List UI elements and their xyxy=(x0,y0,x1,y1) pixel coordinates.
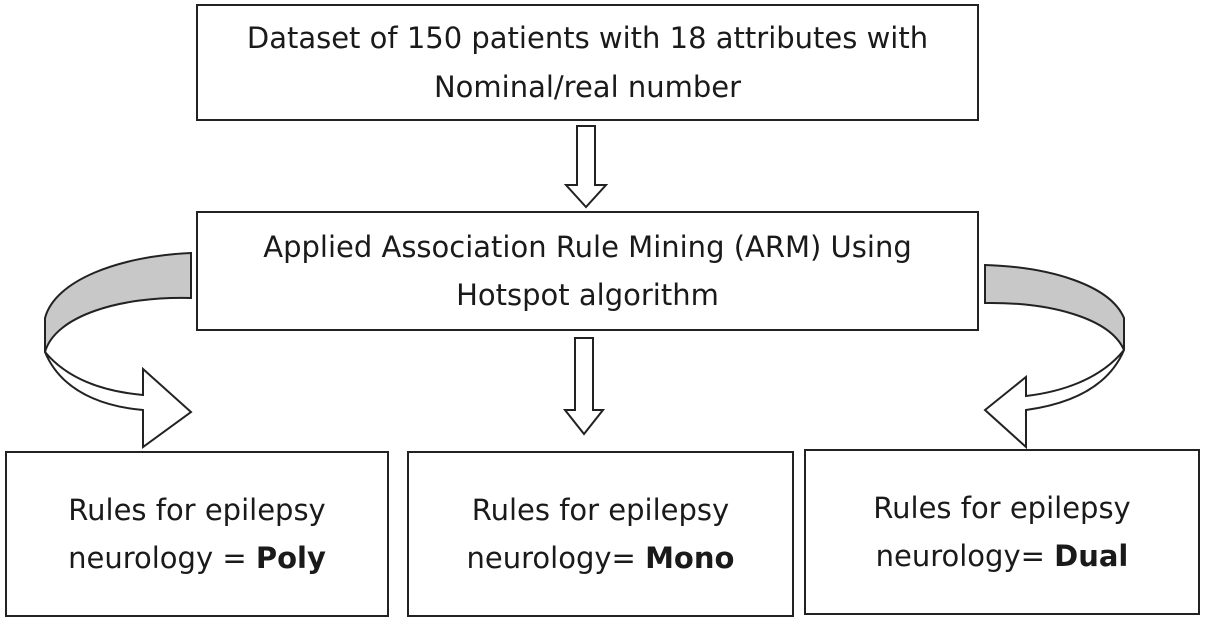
rules-mono-value: Mono xyxy=(645,541,735,575)
arm-line-1: Applied Association Rule Mining (ARM) Us… xyxy=(263,229,912,264)
rules-poly-line-1: Rules for epilepsy xyxy=(68,492,326,527)
arm-line-2: Hotspot algorithm xyxy=(456,278,719,312)
curved-arrow-to-dual xyxy=(983,263,1125,450)
rules-dual-box: Rules for epilepsy neurology= Dual xyxy=(804,449,1200,615)
rules-poly-box: Rules for epilepsy neurology = Poly xyxy=(5,451,389,617)
arm-box: Applied Association Rule Mining (ARM) Us… xyxy=(196,211,979,331)
rules-poly-value: Poly xyxy=(255,541,326,575)
rules-dual-line-1: Rules for epilepsy xyxy=(873,490,1131,525)
rules-poly-line-2-prefix: neurology = xyxy=(68,541,256,575)
down-arrow-top-to-middle xyxy=(563,125,609,209)
rules-mono-line-2-prefix: neurology= xyxy=(466,541,646,575)
rules-dual-line-2-prefix: neurology= xyxy=(875,539,1055,573)
dataset-line-2: Nominal/real number xyxy=(433,69,742,104)
dataset-box: Dataset of 150 patients with 18 attribut… xyxy=(196,4,979,121)
curved-arrow-to-poly xyxy=(44,251,193,449)
rules-mono-line-1: Rules for epilepsy xyxy=(471,492,730,527)
rules-mono-box: Rules for epilepsy neurology= Mono xyxy=(407,451,794,617)
down-arrow-middle-to-mono xyxy=(562,337,606,436)
dataset-line-1: Dataset of 150 patients with 18 attribut… xyxy=(246,21,929,56)
rules-dual-value: Dual xyxy=(1054,539,1129,573)
